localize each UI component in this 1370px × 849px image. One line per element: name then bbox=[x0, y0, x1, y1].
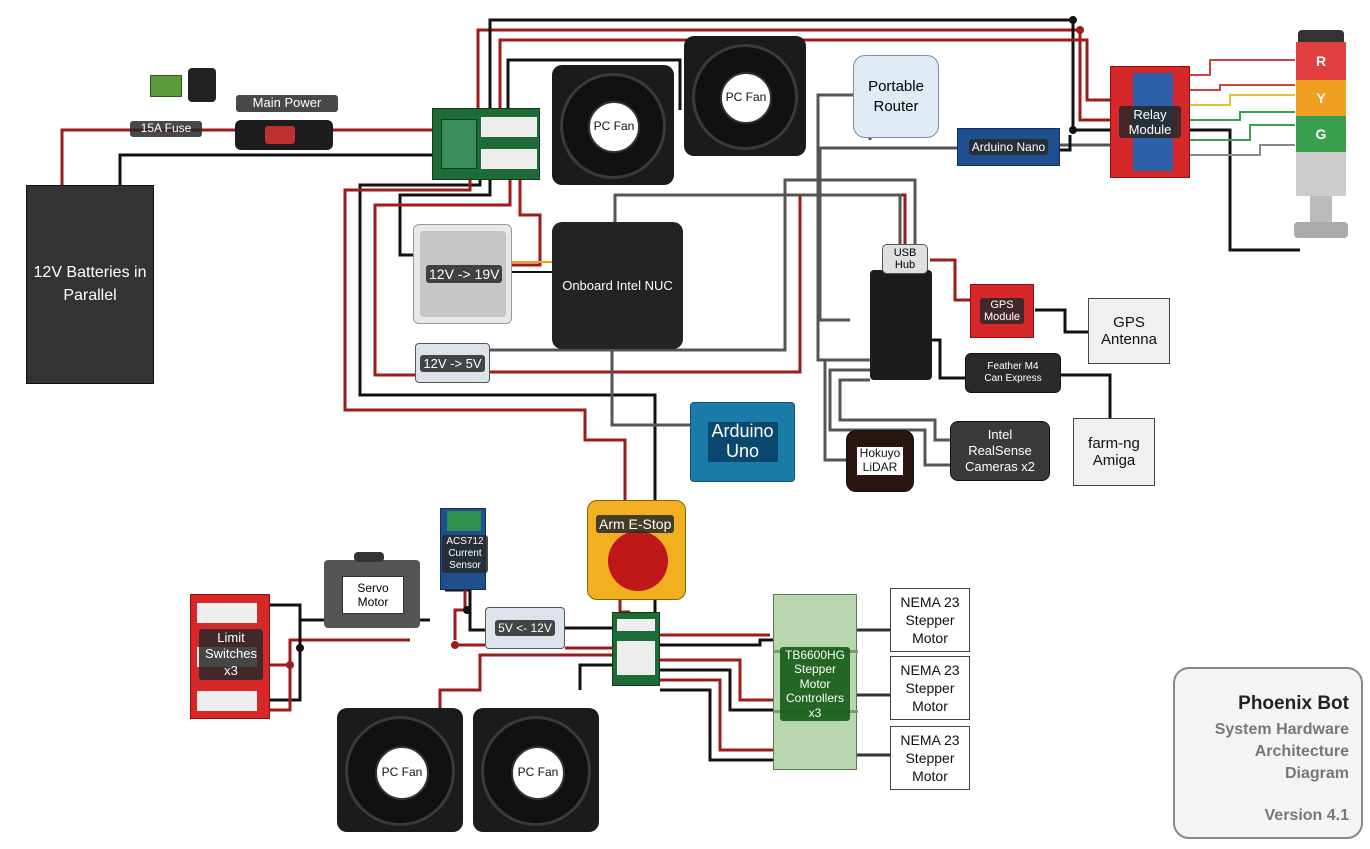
gps-antenna-label: GPS Antenna bbox=[1101, 314, 1157, 348]
stepper-motor-1: NEMA 23 Stepper Motor bbox=[890, 588, 970, 652]
fan-label: PC Fan bbox=[720, 72, 772, 124]
stepper-motor-controllers: TB6600HG Stepper Motor Controllers x3 bbox=[773, 594, 858, 770]
driver-label: TB6600HG Stepper Motor Controllers x3 bbox=[780, 647, 850, 721]
amiga-label: farm-ng Amiga bbox=[1088, 435, 1140, 469]
pc-fan-1: PC Fan bbox=[552, 65, 674, 185]
main-power-switch bbox=[235, 120, 333, 150]
buck-5v-bottom-label: 5V <- 12V bbox=[495, 620, 555, 636]
power-distribution-block bbox=[432, 108, 540, 180]
usb-hub-label-box: USB Hub bbox=[882, 244, 928, 274]
estop-label: Arm E-Stop bbox=[596, 515, 675, 533]
stepper-label: NEMA 23 Stepper Motor bbox=[900, 731, 960, 785]
feather-label: Feather M4 Can Express bbox=[984, 361, 1042, 384]
main-power-label: Main Power bbox=[236, 95, 338, 112]
stepper-motor-3: NEMA 23 Stepper Motor bbox=[890, 726, 970, 790]
fuse bbox=[150, 75, 182, 97]
power-adapter-icon bbox=[188, 68, 216, 102]
title-card: Phoenix Bot System Hardware Architecture… bbox=[1173, 667, 1363, 839]
gps-module-label: GPS Module bbox=[980, 298, 1024, 324]
battery-pack: 12V Batteries in Parallel bbox=[26, 185, 154, 384]
buck-converter-5v-top: 12V -> 5V bbox=[415, 343, 490, 383]
arduino-nano: Arduino Nano bbox=[957, 128, 1060, 166]
portable-router: Portable Router bbox=[853, 55, 939, 138]
relay-module: Relay Module bbox=[1110, 66, 1190, 178]
fan-label: PC Fan bbox=[511, 746, 565, 800]
version-text: Version 4.1 bbox=[1264, 807, 1350, 824]
stack-light: R Y G bbox=[1294, 30, 1348, 240]
lidar-label: Hokuyo LiDAR bbox=[857, 446, 903, 475]
buck-converter-19v: 12V -> 19V bbox=[413, 224, 512, 324]
battery-label: 12V Batteries in Parallel bbox=[33, 264, 147, 304]
intel-realsense: Intel RealSense Cameras x2 bbox=[950, 421, 1050, 481]
realsense-label: Intel RealSense Cameras x2 bbox=[964, 426, 1036, 475]
limit-switches: Limit Switches x3 bbox=[190, 594, 270, 719]
pc-fan-2: PC Fan bbox=[684, 36, 806, 156]
buck-converter-5v-bottom: 5V <- 12V bbox=[485, 607, 565, 649]
arm-power-distribution-block bbox=[612, 612, 660, 686]
intel-nuc: Onboard Intel NUC bbox=[552, 222, 683, 349]
arduino-uno: Arduino Uno bbox=[690, 402, 795, 482]
light-red: R bbox=[1296, 42, 1346, 80]
arduino-nano-label: Arduino Nano bbox=[968, 139, 1049, 155]
feather-m4: Feather M4 Can Express bbox=[965, 353, 1061, 393]
limit-label: Limit Switches x3 bbox=[199, 629, 263, 680]
light-yellow: Y bbox=[1296, 80, 1346, 116]
farm-ng-amiga: farm-ng Amiga bbox=[1073, 418, 1155, 486]
usb-hub-label: USB Hub bbox=[893, 246, 917, 271]
light-green: G bbox=[1296, 116, 1346, 152]
arm-e-stop: Arm E-Stop bbox=[587, 500, 686, 600]
stepper-motor-2: NEMA 23 Stepper Motor bbox=[890, 656, 970, 720]
usb-hub bbox=[870, 270, 932, 380]
title-text: Phoenix Bot bbox=[1238, 693, 1349, 714]
servo-label: Servo Motor bbox=[357, 580, 389, 609]
stepper-label: NEMA 23 Stepper Motor bbox=[900, 593, 960, 647]
buck-19v-label: 12V -> 19V bbox=[426, 265, 503, 283]
subtitle-text: System Hardware Architecture Diagram bbox=[1214, 721, 1349, 783]
servo-motor: Servo Motor bbox=[324, 552, 420, 628]
acs712-current-sensor: ACS712 Current Sensor bbox=[440, 508, 488, 590]
uno-label: Arduino Uno bbox=[707, 421, 778, 462]
fan-label: PC Fan bbox=[588, 101, 640, 153]
relay-label: Relay Module bbox=[1119, 106, 1181, 138]
fuse-label: 15A Fuse bbox=[130, 121, 202, 137]
pc-fan-3: PC Fan bbox=[337, 708, 463, 832]
nuc-label: Onboard Intel NUC bbox=[562, 278, 673, 293]
buck-5v-top-label: 12V -> 5V bbox=[420, 354, 485, 372]
router-label: Portable Router bbox=[868, 78, 924, 115]
gps-antenna: GPS Antenna bbox=[1088, 298, 1170, 364]
fan-label: PC Fan bbox=[375, 746, 429, 800]
acs-label: ACS712 Current Sensor bbox=[442, 535, 488, 573]
hokuyo-lidar: Hokuyo LiDAR bbox=[846, 430, 914, 492]
stepper-label: NEMA 23 Stepper Motor bbox=[900, 661, 960, 715]
pc-fan-4: PC Fan bbox=[473, 708, 599, 832]
gps-module: GPS Module bbox=[970, 284, 1034, 338]
